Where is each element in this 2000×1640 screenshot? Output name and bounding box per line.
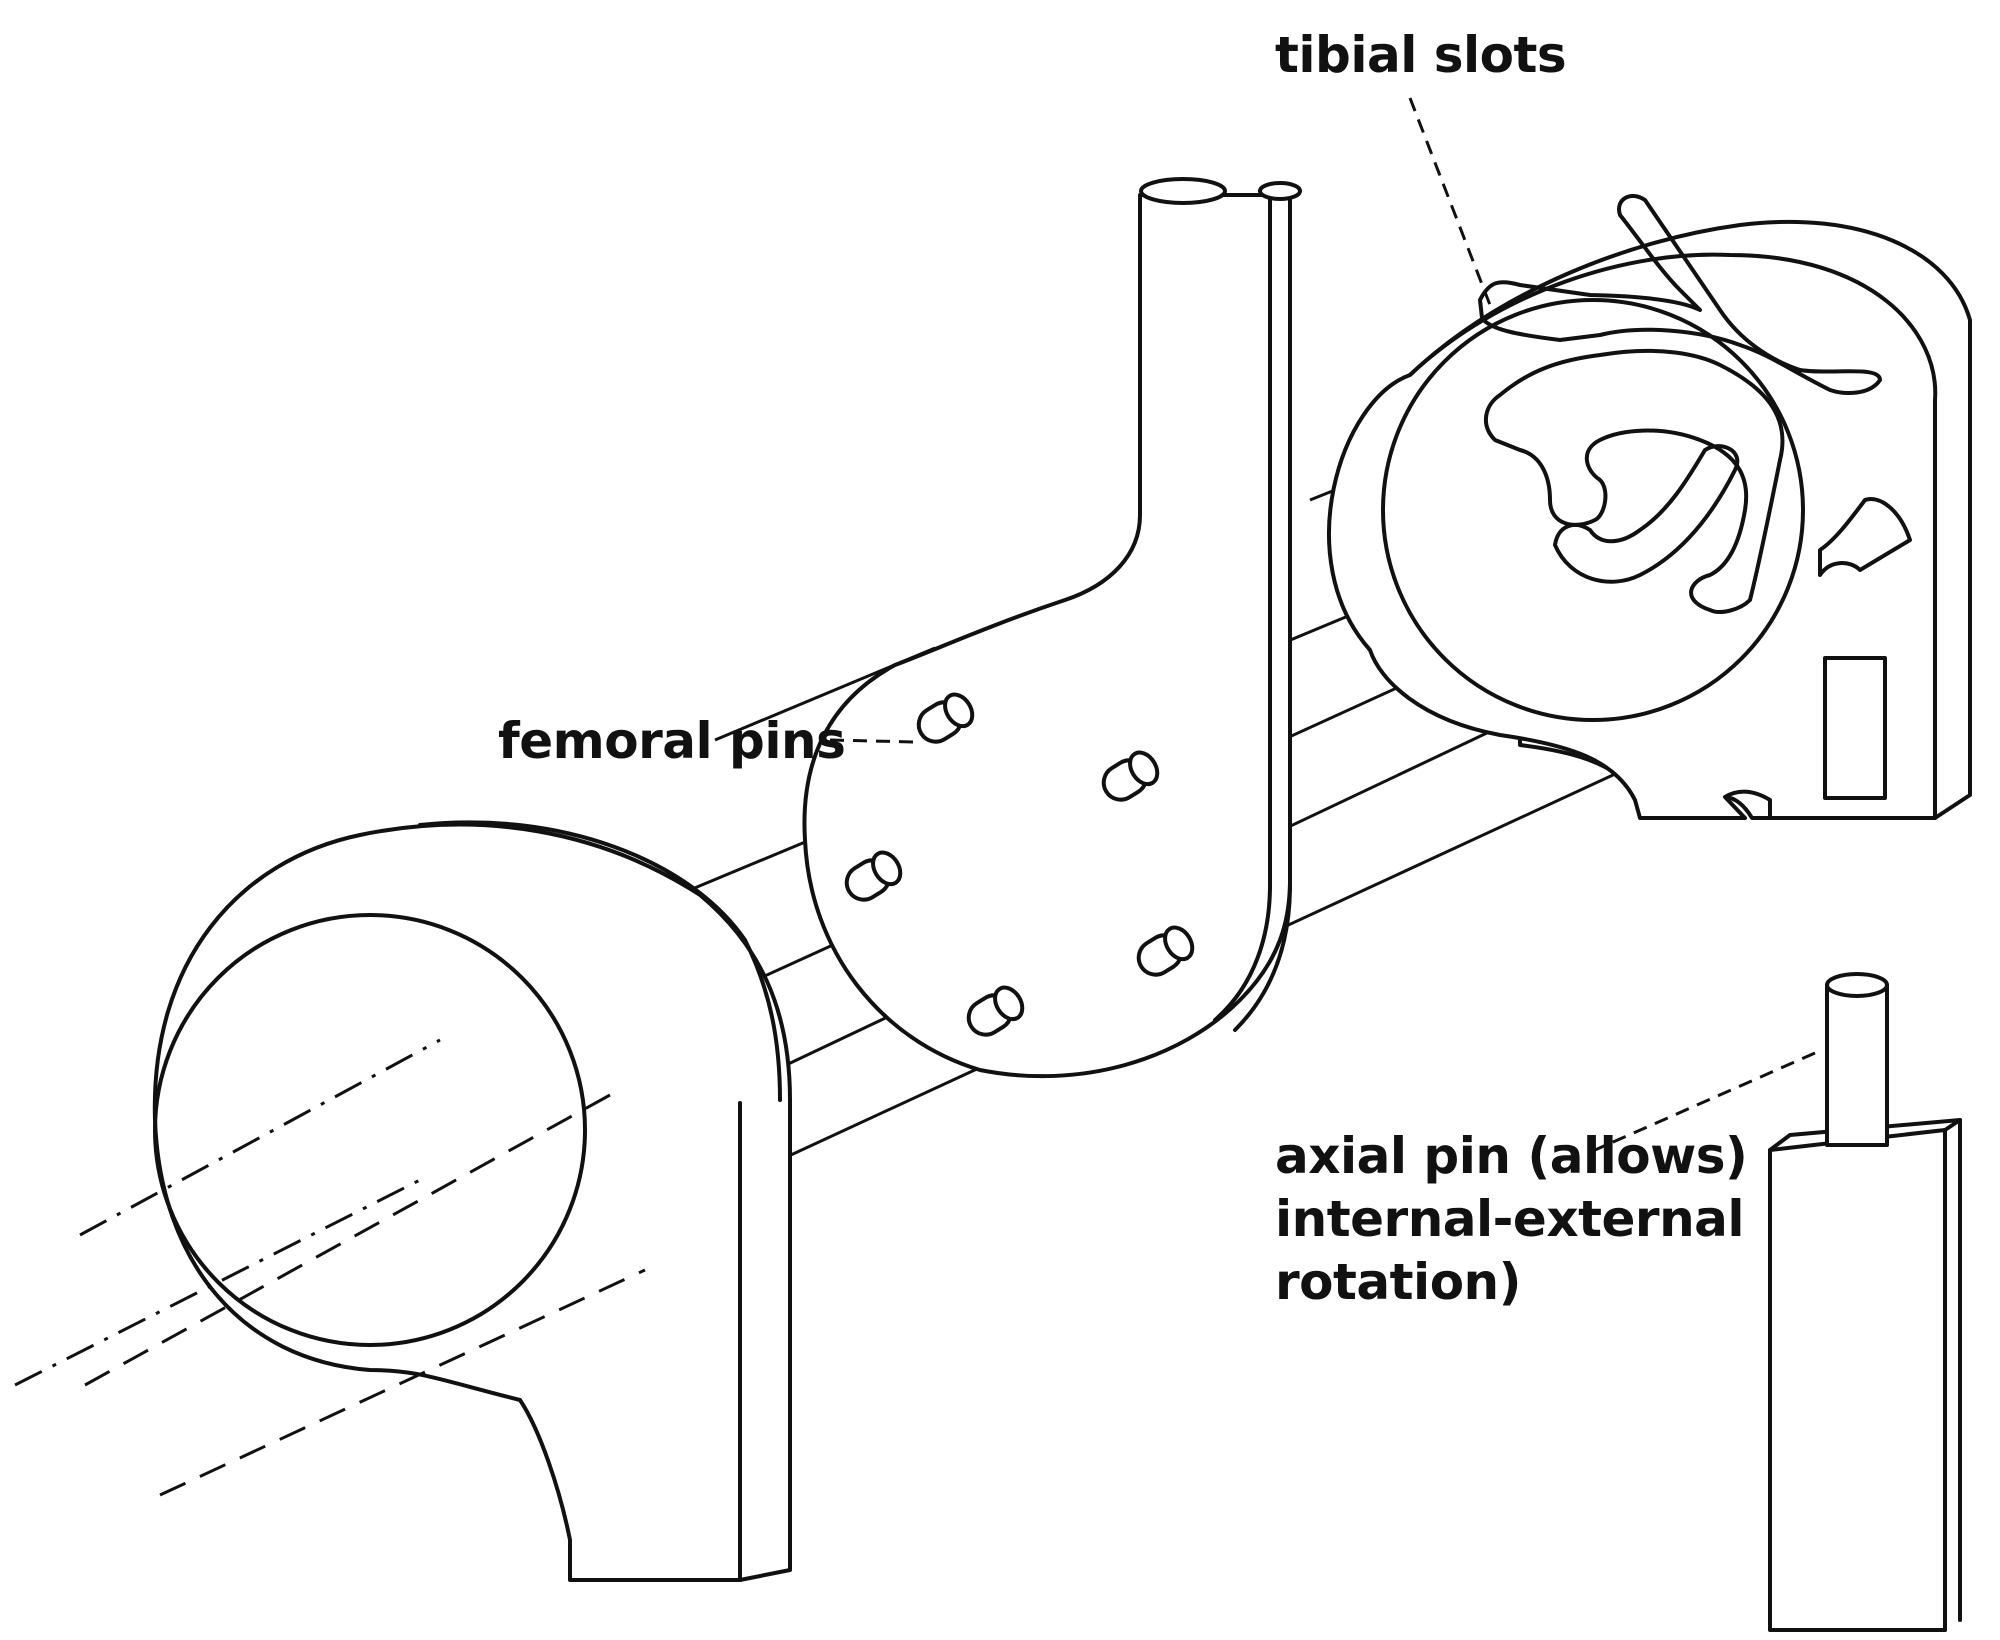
axial-pin-label: axial pin (allows) internal-external rot… bbox=[1275, 1125, 1748, 1314]
axis-lines bbox=[14, 1038, 646, 1497]
tibial-slots-label: tibial slots bbox=[1275, 26, 1567, 84]
axial-pin-label-line-2: internal-external bbox=[1275, 1190, 1745, 1248]
axial-pin-label-line-1: axial pin (allows) bbox=[1275, 1127, 1748, 1185]
tibial-plate bbox=[1327, 194, 1972, 820]
femoral-pins-label: femoral pins bbox=[498, 712, 846, 770]
condyle-block bbox=[152, 820, 792, 1582]
femoral-plate bbox=[802, 177, 1302, 1079]
leader-lines bbox=[829, 97, 1816, 1152]
axial-pin-label-line-3: rotation) bbox=[1275, 1253, 1522, 1311]
axial-pin bbox=[1768, 972, 1962, 1632]
